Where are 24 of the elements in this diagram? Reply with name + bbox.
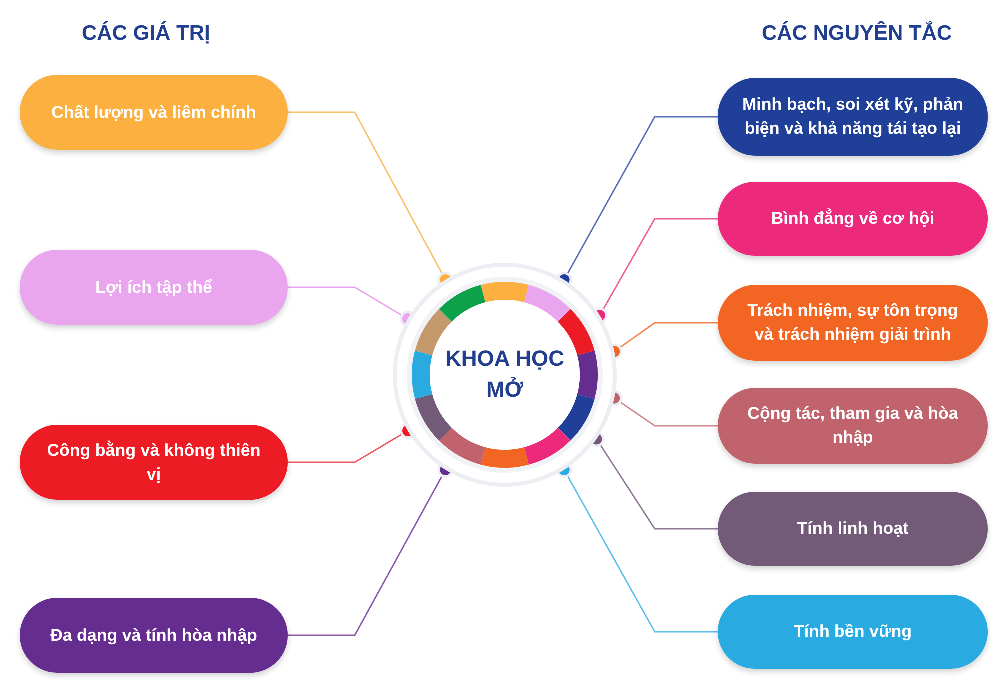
- value-pill: [718, 285, 988, 361]
- pill-label: Trách nhiệm, sự tôn trọng và trách nhiệm giải trình: [746, 300, 960, 346]
- value-pill: [718, 78, 988, 156]
- column-heading: CÁC GIÁ TRỊ: [82, 22, 210, 46]
- value-pill: [20, 250, 288, 325]
- value-pill: [20, 425, 288, 500]
- pill-label: Cộng tác, tham gia và hòa nhập: [746, 403, 960, 449]
- value-pill: [20, 75, 288, 150]
- center-title: KHOA HỌC MỞ: [444, 345, 566, 404]
- value-pill: [718, 182, 988, 256]
- pill-label: Minh bạch, soi xét kỹ, phản biện và khả năng tái tạo lại: [741, 94, 965, 140]
- value-pill: [20, 598, 288, 673]
- pill-label: Chất lượng và liêm chính: [52, 102, 256, 124]
- column-heading: CÁC NGUYÊN TẮC: [762, 22, 952, 46]
- center-circle: [393, 263, 617, 487]
- pill-label: Tính bền vững: [794, 621, 912, 644]
- pill-label: Công bằng và không thiên vị: [46, 440, 262, 486]
- pill-label: Đa dạng và tính hòa nhập: [50, 624, 258, 647]
- pill-label: Tính linh hoạt: [797, 518, 909, 540]
- pill-label: Lợi ích tập thể: [96, 276, 212, 299]
- value-pill: [718, 595, 988, 669]
- pill-label: Bình đẳng về cơ hội: [771, 208, 935, 230]
- value-pill: [718, 492, 988, 566]
- value-pill: [718, 388, 988, 464]
